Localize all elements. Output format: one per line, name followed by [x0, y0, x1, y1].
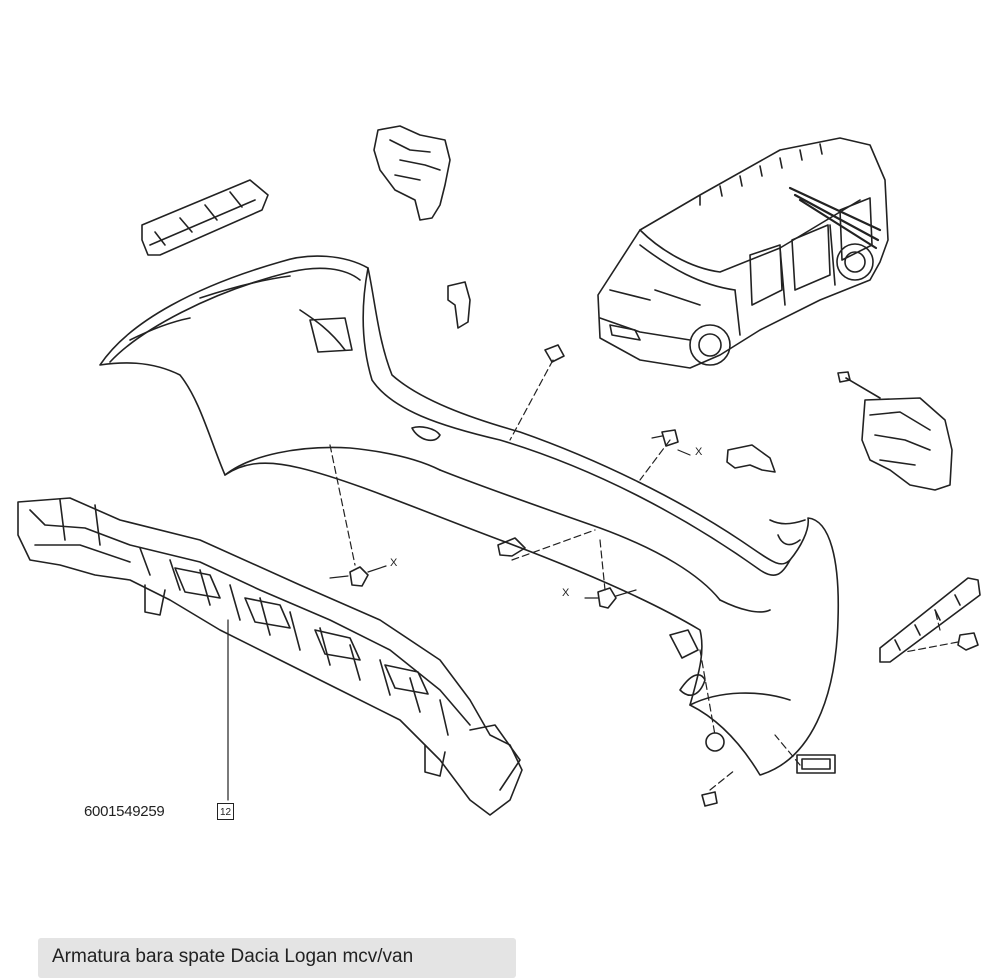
vehicle-illustration [597, 137, 889, 369]
fastener-center-left [349, 566, 369, 587]
fastener-center-right [597, 587, 617, 609]
axis-label-x-3: X [695, 446, 703, 458]
center-bracket [373, 125, 451, 221]
bumper-armature [17, 497, 523, 816]
screw-bottom [701, 791, 718, 807]
nut-right [957, 632, 979, 651]
side-bracket-left [141, 179, 269, 256]
fastener-upper-right [661, 429, 679, 447]
image-caption: Armatura bara spate Dacia Logan mcv/van [38, 938, 516, 978]
clip-lower [669, 629, 699, 659]
clip-middle [497, 537, 526, 557]
plate-holder [796, 754, 836, 774]
direction-arrows [329, 435, 691, 599]
side-bracket-right [861, 397, 953, 491]
reference-number-box: 12 [217, 803, 234, 820]
rear-bumper-cover [99, 255, 840, 776]
clip-right [726, 444, 776, 473]
clip-center [544, 344, 565, 363]
axis-label-x-1: X [390, 557, 398, 569]
bracket-strip-right [879, 577, 981, 663]
screw-top-right [837, 371, 881, 399]
washer-bottom [705, 732, 725, 752]
assembly-lines [329, 359, 959, 791]
clip-top [447, 281, 471, 329]
part-number-label: 6001549259 [84, 803, 165, 820]
axis-label-x-2: X [562, 587, 570, 599]
